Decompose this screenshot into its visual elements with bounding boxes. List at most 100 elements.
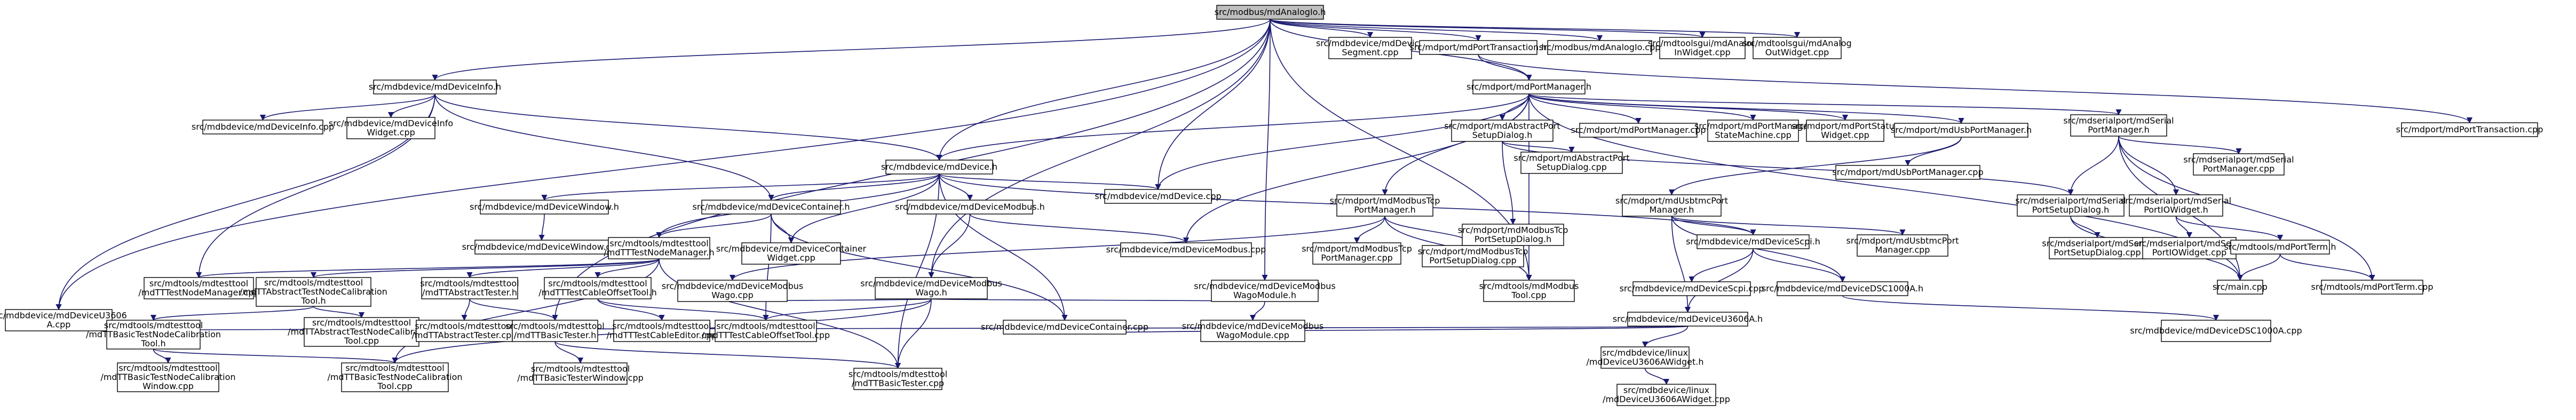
node-label: /mdTTAbstractTestNodeCalibration (240, 287, 387, 297)
node-box (1328, 37, 1412, 59)
file-node[interactable]: src/mdtools/mdtesttool/mdTTTestCableOffs… (702, 320, 830, 342)
edge-ttNodeMgrH-to-ttNodeMgrCpp (196, 258, 660, 279)
node-box (875, 277, 988, 299)
node-box (5, 309, 113, 331)
file-node[interactable]: src/mdport/mdPortManager.cpp (1571, 123, 1706, 138)
file-node[interactable]: src/mdtools/mdPortTerm.h (2224, 240, 2336, 255)
node-label: PortSetupDialog.cpp (2054, 248, 2141, 258)
file-node[interactable]: src/mdbdevice/mdDeviceModbusWagoModule.c… (1182, 320, 1323, 342)
file-node[interactable]: src/mdbdevice/mdDevice.h (881, 160, 997, 175)
node-label: /mdTTTestCableEditor.cpp (606, 330, 717, 340)
node-label: src/mdport/mdAbstractPort (1444, 121, 1560, 131)
node-box (544, 277, 652, 299)
file-node[interactable]: src/mdtools/mdtesttool/mdTTAbstractTestN… (240, 277, 387, 307)
file-node[interactable]: src/mdport/mdUsbPortManager.cpp (1832, 165, 1984, 180)
file-node[interactable]: src/mdbdevice/mdDeviceInfo.cpp (192, 120, 334, 134)
file-node[interactable]: src/mdbdevice/mdDeviceContainerWidget.cp… (716, 242, 867, 265)
file-node[interactable]: src/mdport/mdPortTransaction.cpp (2396, 122, 2543, 137)
file-node[interactable]: src/mdtools/mdtesttool/mdTTAbstractTeste… (412, 320, 517, 342)
file-node[interactable]: src/mdport/mdUsbPortManager.h (1891, 123, 2032, 138)
edge-root-to-wagoModuleH (1262, 19, 1271, 281)
file-node[interactable]: src/mdbdevice/mdDeviceU3606A.cpp (0, 309, 127, 331)
node-label: /mdTTAbstractTester.h (422, 288, 517, 298)
file-node[interactable]: src/mdtools/mdtesttool/mdTTBasicTester.h (505, 320, 605, 342)
edge-root-to-devU3606Cpp0 (56, 19, 1271, 311)
file-node[interactable]: src/mdtools/mdtesttool/mdTTAbstractTeste… (420, 277, 519, 299)
file-node[interactable]: src/mdbdevice/mdDeviceWindow.h (470, 200, 619, 215)
file-node[interactable]: src/mdbdevice/mdDeviceModbus.h (895, 200, 1045, 215)
node-label: src/mdtools/mdtesttool (118, 363, 217, 373)
node-label: /mdTTBasicTester.h (514, 330, 596, 340)
file-node[interactable]: src/mdtools/mdtesttool/mdTTBasicTester.c… (849, 368, 947, 390)
file-node[interactable]: src/mdbdevice/mdDeviceWindow.cpp (462, 240, 622, 255)
edge-root-to-aioCpp (1270, 19, 1603, 42)
file-node[interactable]: src/mdtools/mdtesttool/mdTTAbstractTestN… (288, 317, 435, 347)
node-label: StateMachine.cpp (1715, 130, 1792, 140)
node-label: src/mdport/mdUsbtmcPort (1846, 236, 1959, 246)
file-node[interactable]: src/modbus/mdAnalogIo.cpp (1539, 40, 1661, 55)
file-node[interactable]: src/mdbdevice/mdDeviceDSC1000A.h (1762, 281, 1923, 296)
file-node[interactable]: src/mdbdevice/mdDevice.cpp (1095, 189, 1222, 204)
file-node[interactable]: src/mdserialport/mdSerialPortSetupDialog… (2015, 194, 2126, 217)
file-node[interactable]: src/mdbdevice/mdDeviceInfo.h (369, 80, 501, 94)
file-node[interactable]: src/mdbdevice/linux/mdDeviceU3606AWidget… (1603, 384, 1730, 406)
file-node[interactable]: src/mdserialport/mdSerialPortIOWidget.cp… (2134, 237, 2245, 259)
file-node[interactable]: src/mdbdevice/mdDeviceScpi.h (1686, 234, 1820, 249)
node-label: src/mdbdevice/mdDeviceModbus (662, 281, 803, 291)
edge-portTrans-to-portMgrH (1478, 54, 1532, 81)
file-node[interactable]: src/mdtools/mdtesttool/mdTTTestCableOffs… (538, 277, 657, 299)
node-label: PortManager.h (2088, 125, 2150, 135)
file-node[interactable]: src/mdtools/mdPortTerm.cpp (2311, 280, 2434, 295)
file-node[interactable]: src/main.cpp (2213, 280, 2268, 295)
file-node[interactable]: src/mdtools/mdtesttool/mdTTTestNodeManag… (604, 237, 715, 259)
file-node[interactable]: src/mdbdevice/mdDeviceModbus.cpp (1106, 242, 1266, 257)
node-label: /mdDeviceU3606AWidget.h (1587, 357, 1704, 367)
edge-usbPortMgrH-to-usbtmcMgrH (1669, 137, 1962, 196)
node-label: src/mdtools/mdtesttool (716, 321, 815, 331)
file-node[interactable]: src/mdbdevice/mdDeviceContainer.cpp (981, 320, 1148, 335)
file-node[interactable]: src/mdport/mdPortManager.h (1467, 80, 1591, 94)
node-label: src/mdserialport/mdSerial (2042, 239, 2152, 249)
file-node[interactable]: src/mdbdevice/mdDeviceDSC1000A.cpp (2130, 320, 2302, 342)
file-node[interactable]: src/mdbdevice/mdDeviceContainer.h (693, 200, 850, 215)
file-node[interactable]: src/mdbdevice/mdDeviceScpi.cpp (1620, 281, 1764, 296)
file-node[interactable]: src/mdtools/mdtesttool/mdTTTestCableEdit… (606, 320, 717, 342)
edge-root-to-portTrans (1270, 19, 1481, 42)
file-node[interactable]: src/mdtools/mdtesttool/mdTTTestNodeManag… (138, 277, 259, 299)
file-node[interactable]: src/mdport/mdPortTransaction.h (1410, 40, 1547, 55)
file-node[interactable]: src/mdtools/mdtesttool/mdTTBasicTestNode… (100, 362, 236, 392)
root-file-node: src/modbus/mdAnalogIo.h (1215, 5, 1326, 20)
node-box (2142, 237, 2237, 259)
node-label: src/mdserialport/mdSerial (2015, 196, 2126, 206)
node-label: src/mdtools/mdPortTerm.h (2224, 242, 2336, 252)
file-node[interactable]: src/mdtools/mdtesttool/mdTTBasicTestNode… (327, 362, 463, 392)
file-node[interactable]: src/mdtools/mdtesttool/mdTTBasicTestNode… (86, 320, 221, 350)
node-label: SetupDialog.cpp (1536, 162, 1607, 172)
file-node[interactable]: src/mdport/mdModbusTcpPortSetupDialog.cp… (1418, 245, 1528, 267)
file-node[interactable]: src/mdserialport/mdSerialPortSetupDialog… (2042, 237, 2153, 259)
file-node[interactable]: src/mdbdevice/linux/mdDeviceU3606AWidget… (1587, 346, 1704, 369)
file-node[interactable]: src/mdbdevice/mdDeviceU3606A.h (1613, 312, 1763, 327)
node-label: src/modbus/mdAnalogIo.h (1215, 7, 1326, 17)
file-node[interactable]: src/mdtools/mdtesttool/mdTTBasicTesterWi… (517, 362, 644, 385)
